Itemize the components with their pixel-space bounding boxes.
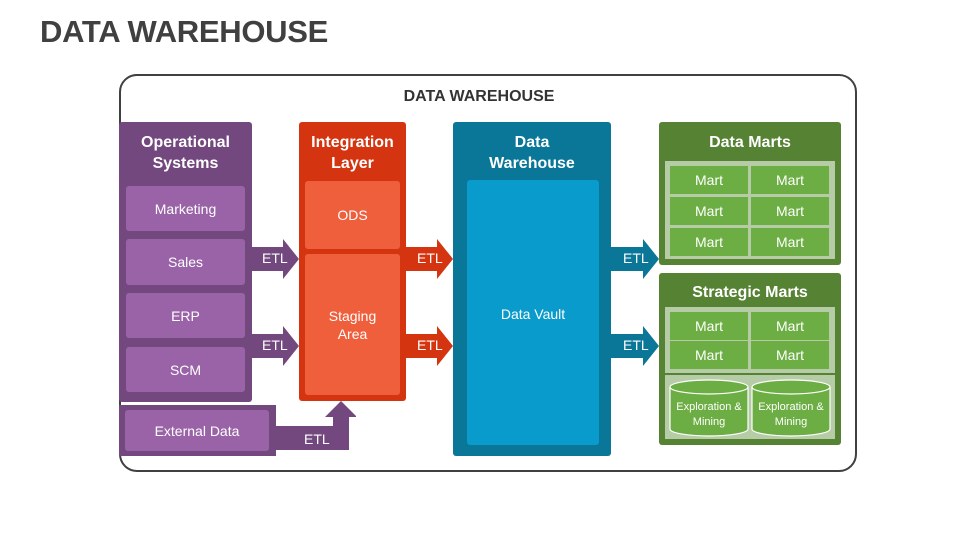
data-warehouse-title: Data Warehouse bbox=[453, 132, 611, 174]
source-external-data[interactable]: External Data bbox=[125, 410, 269, 451]
database-cylinder-icon bbox=[751, 379, 831, 437]
etl-arrow-scm: ETL bbox=[252, 326, 299, 366]
mart-cell[interactable]: Mart bbox=[670, 166, 748, 194]
arrow-shape bbox=[406, 326, 453, 366]
etl-label: ETL bbox=[262, 337, 288, 353]
strategic-marts-title: Strategic Marts bbox=[692, 284, 808, 301]
etl-label: ETL bbox=[304, 431, 330, 447]
ods-box[interactable]: ODS bbox=[305, 181, 400, 249]
title-line: Warehouse bbox=[489, 155, 575, 172]
source-sales[interactable]: Sales bbox=[126, 239, 245, 285]
title-line: Data bbox=[514, 134, 550, 151]
etl-arrow-sales: ETL bbox=[252, 239, 299, 279]
staging-line: Area bbox=[337, 325, 368, 342]
database-cylinder-icon bbox=[669, 379, 749, 437]
etl-label: ETL bbox=[262, 250, 288, 266]
elbow-arrow-shape bbox=[276, 401, 357, 450]
cylinder-line1: Exploration & bbox=[676, 401, 742, 413]
mart-cell[interactable]: Mart bbox=[751, 228, 829, 256]
data-marts-title: Data Marts bbox=[709, 134, 791, 151]
etl-label: ETL bbox=[417, 337, 443, 353]
mart-cell[interactable]: Mart bbox=[751, 341, 829, 369]
source-scm[interactable]: SCM bbox=[126, 347, 245, 392]
arrow-shape bbox=[252, 326, 299, 366]
arrow-shape bbox=[406, 239, 453, 279]
staging-line: Staging bbox=[328, 307, 377, 324]
etl-arrow-data-marts: ETL bbox=[611, 239, 659, 279]
etl-label: ETL bbox=[623, 250, 649, 266]
mart-cell[interactable]: Mart bbox=[670, 341, 748, 369]
mart-cell[interactable]: Mart bbox=[670, 228, 748, 256]
mart-cell[interactable]: Mart bbox=[670, 312, 748, 340]
title-line: Systems bbox=[152, 155, 219, 172]
arrow-shape bbox=[252, 239, 299, 279]
mart-cell[interactable]: Mart bbox=[670, 197, 748, 225]
diagram-title: DATA WAREHOUSE bbox=[403, 88, 555, 105]
etl-arrow-ods: ETL bbox=[406, 239, 453, 279]
etl-arrow-strategic-marts: ETL bbox=[611, 326, 659, 366]
etl-label: ETL bbox=[417, 250, 443, 266]
cylinder-line1: Exploration & bbox=[758, 401, 824, 413]
page-title: DATA WAREHOUSE bbox=[40, 14, 328, 49]
cylinder-line2: Mining bbox=[774, 416, 808, 428]
source-marketing[interactable]: Marketing bbox=[126, 186, 245, 231]
arrow-shape bbox=[611, 326, 659, 366]
arrow-shape bbox=[611, 239, 659, 279]
title-line: Layer bbox=[331, 155, 374, 172]
etl-label: ETL bbox=[623, 337, 649, 353]
integration-layer-title: Integration Layer bbox=[299, 132, 406, 174]
exploration-mining-cylinder[interactable]: Exploration & Mining bbox=[669, 379, 749, 437]
mart-cell[interactable]: Mart bbox=[751, 197, 829, 225]
cylinder-line2: Mining bbox=[692, 416, 726, 428]
operational-systems-title: Operational Systems bbox=[119, 132, 252, 174]
etl-arrow-external: ETL bbox=[276, 401, 357, 456]
source-erp[interactable]: ERP bbox=[126, 293, 245, 338]
data-vault-box[interactable]: Data Vault bbox=[467, 180, 599, 445]
title-line: Integration bbox=[311, 134, 394, 151]
staging-area-box[interactable]: Staging Area bbox=[305, 254, 400, 395]
mart-cell[interactable]: Mart bbox=[751, 312, 829, 340]
exploration-mining-cylinder[interactable]: Exploration & Mining bbox=[751, 379, 831, 437]
mart-cell[interactable]: Mart bbox=[751, 166, 829, 194]
etl-arrow-staging: ETL bbox=[406, 326, 453, 366]
title-line: Operational bbox=[141, 134, 230, 151]
